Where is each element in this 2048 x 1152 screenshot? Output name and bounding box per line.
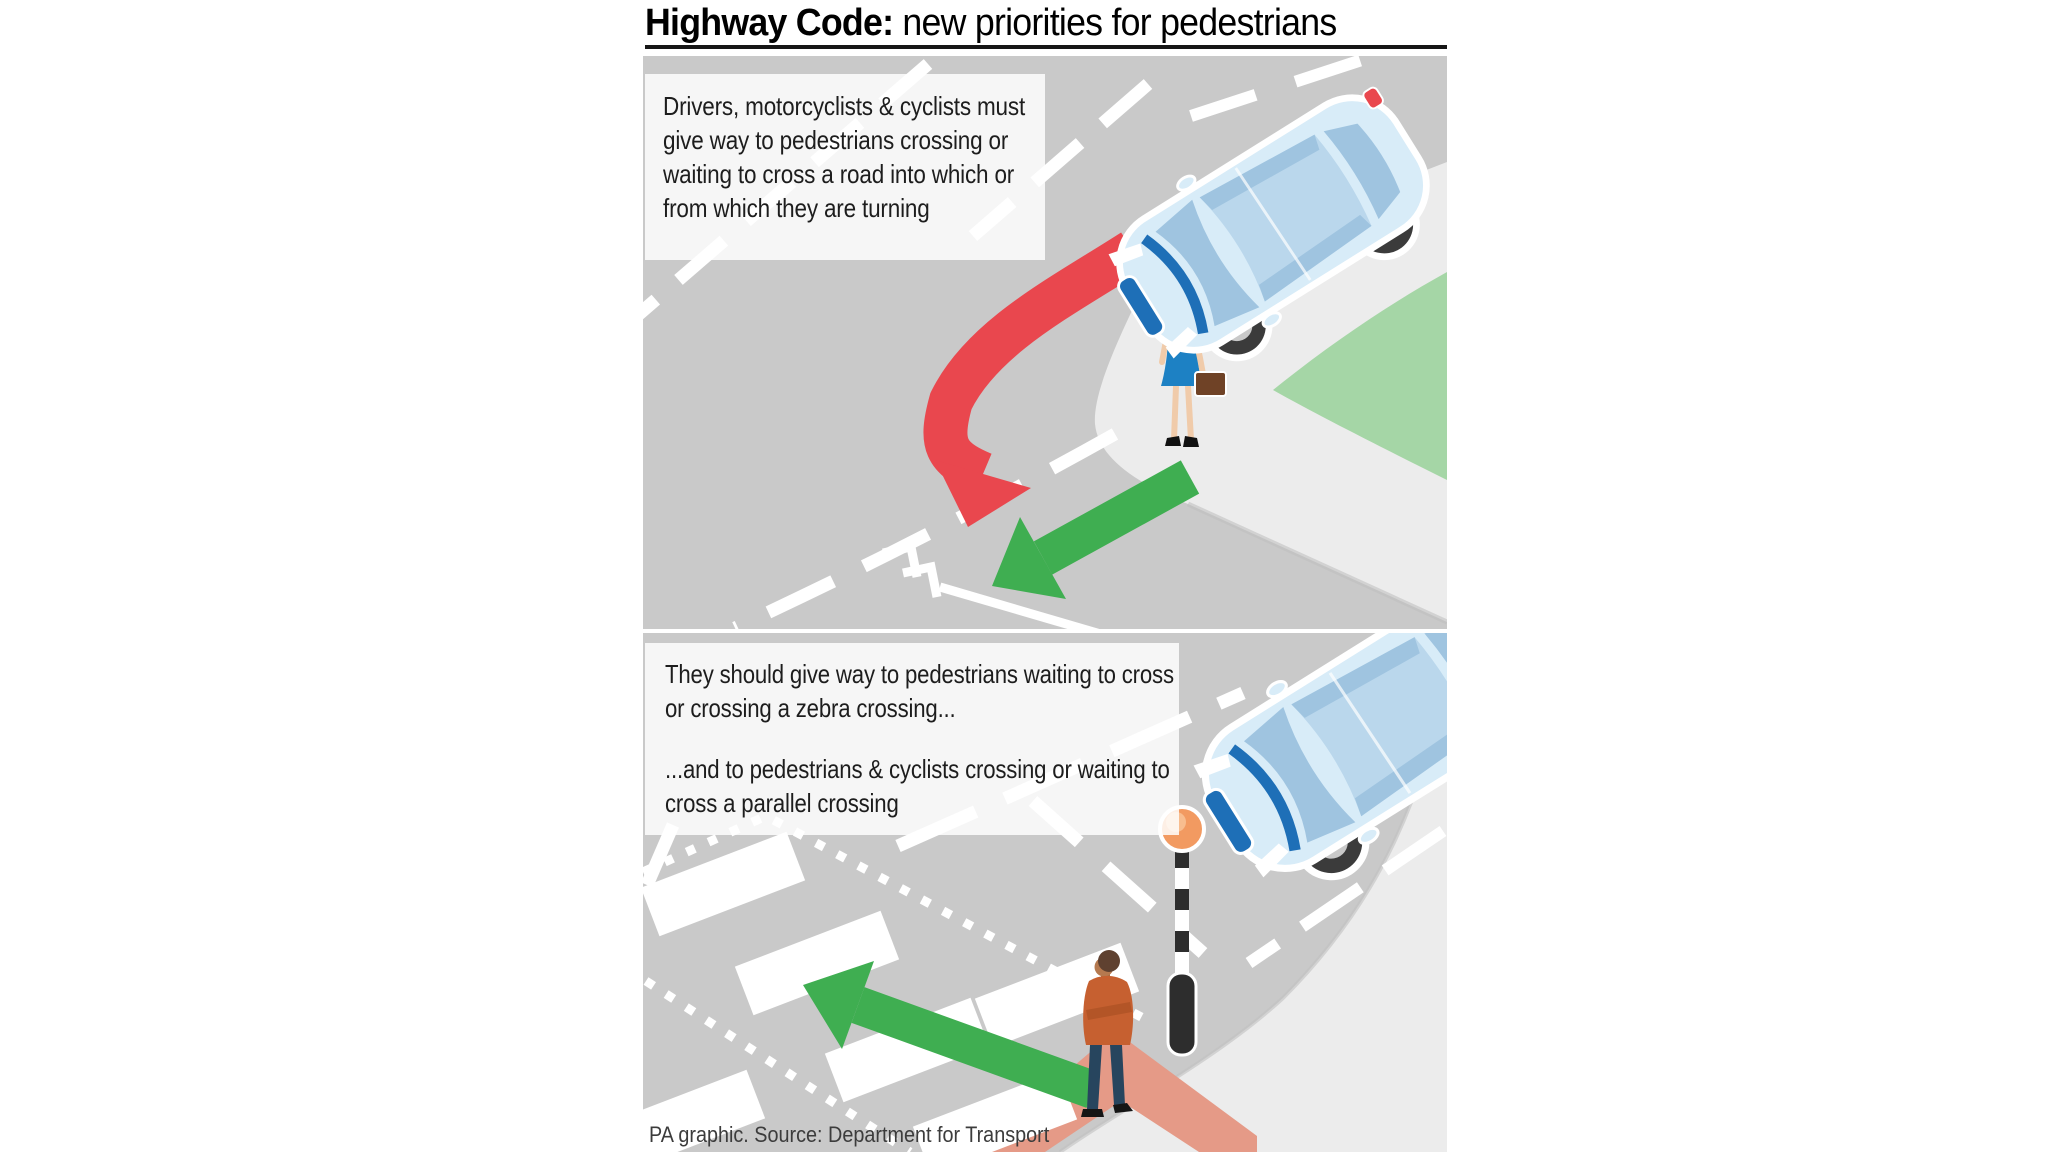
title-rest: new priorities for pedestrians [893, 2, 1337, 44]
title-bold: Highway Code: [645, 2, 894, 44]
hair [1098, 950, 1120, 972]
top-scene-illustration [643, 56, 1447, 629]
source-credit: PA graphic. Source: Department for Trans… [649, 1122, 1050, 1147]
kerb-shadow [1186, 501, 1447, 625]
callout-top-text: Drivers, motorcyclists & cyclists must g… [663, 91, 1026, 223]
callout-bottom-panel: They should give way to pedestrians wait… [645, 643, 1179, 835]
green-crossing-path-arrow-icon [992, 460, 1200, 599]
pedestrian-man-icon [1081, 950, 1134, 1117]
briefcase-icon [1194, 371, 1227, 397]
red-turning-path-arrow-icon [923, 232, 1145, 527]
title-rule [645, 45, 1447, 49]
green-crossing-path-arrow-icon [803, 961, 1100, 1108]
callout-bottom-text-2: ...and to pedestrians & cyclists crossin… [665, 754, 1170, 818]
callout-top-panel: Drivers, motorcyclists & cyclists must g… [645, 74, 1045, 260]
grass-verge [1273, 272, 1447, 480]
pavement [1060, 660, 1447, 1152]
callout-bottom-text-1: They should give way to pedestrians wait… [665, 659, 1174, 723]
page-title: Highway Code: new priorities for pedestr… [645, 1, 1381, 45]
